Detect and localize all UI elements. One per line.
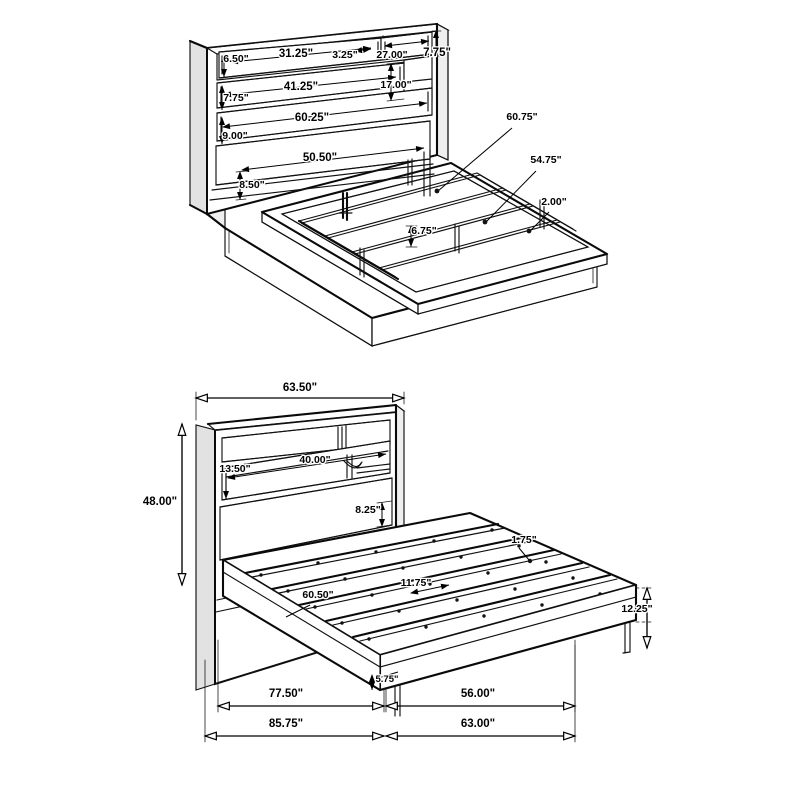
dim-rail-thickness: 2.00" — [541, 196, 566, 208]
elevation-view — [182, 391, 653, 743]
dim-center-to-footboard: 56.00" — [461, 688, 495, 700]
dim-hb-mid-shelf-width: 41.25" — [284, 81, 318, 93]
slat-fasteners — [259, 528, 602, 641]
dim-headboard-to-center: 77.50" — [269, 688, 303, 700]
dim-hb-lower-shelf-height: 9.00" — [222, 130, 247, 142]
dim-hb-shelf-opening-width: 40.00" — [299, 454, 330, 466]
dim-hb-panel-width: 50.50" — [303, 152, 337, 164]
dim-frame-inner-length: 60.75" — [506, 111, 537, 123]
dim-overall-headboard-width: 63.50" — [283, 382, 317, 394]
dim-overall-length-right: 63.00" — [461, 718, 495, 730]
dim-hb-panel-height: 8.50" — [239, 179, 264, 191]
dim-hb-lower-shelf-width: 60.25" — [295, 112, 329, 124]
bed-frame-deck — [260, 161, 609, 316]
elevation-dimension-lines — [182, 391, 653, 743]
dim-deck-to-floor-height: 12.25" — [621, 603, 652, 615]
dim-overall-length-left: 85.75" — [269, 718, 303, 730]
dim-hb-right-cubby-height: 17.00" — [380, 79, 411, 91]
dimension-labels: 6.50" 31.25" 3.25" 27.00" 7.75" 17.00" 4… — [142, 46, 654, 732]
dim-slat-spacing: 11.75" — [401, 577, 432, 589]
perspective-dimension-lines — [219, 30, 550, 248]
dim-slat-support-height: 6.75" — [411, 225, 436, 237]
dim-deck-width: 60.50" — [302, 589, 333, 601]
dim-hb-shelf-gap: 3.25" — [332, 49, 357, 61]
dim-hb-shelf-opening-height: 13.50" — [219, 463, 250, 475]
dim-hb-mid-shelf-height: 7.75" — [223, 92, 248, 104]
dim-hb-shelf-top-width: 31.25" — [279, 48, 313, 60]
dim-footboard-rail-height: 5.75" — [376, 674, 399, 685]
dim-hb-right-cubby-width: 27.00" — [376, 49, 407, 61]
deck-slats — [243, 522, 618, 642]
frame-slats — [298, 172, 561, 271]
dim-rail-top-thickness: 1.75" — [511, 534, 536, 546]
dim-hb-right-outer-height: 7.75" — [423, 47, 451, 59]
dim-hb-to-deck-height: 8.25" — [355, 504, 380, 516]
dim-frame-inner-width: 54.75" — [530, 154, 561, 166]
dim-hb-shelf-left-height: 6.50" — [223, 53, 248, 65]
dim-overall-height: 48.00" — [143, 496, 177, 508]
perspective-view — [188, 22, 609, 348]
